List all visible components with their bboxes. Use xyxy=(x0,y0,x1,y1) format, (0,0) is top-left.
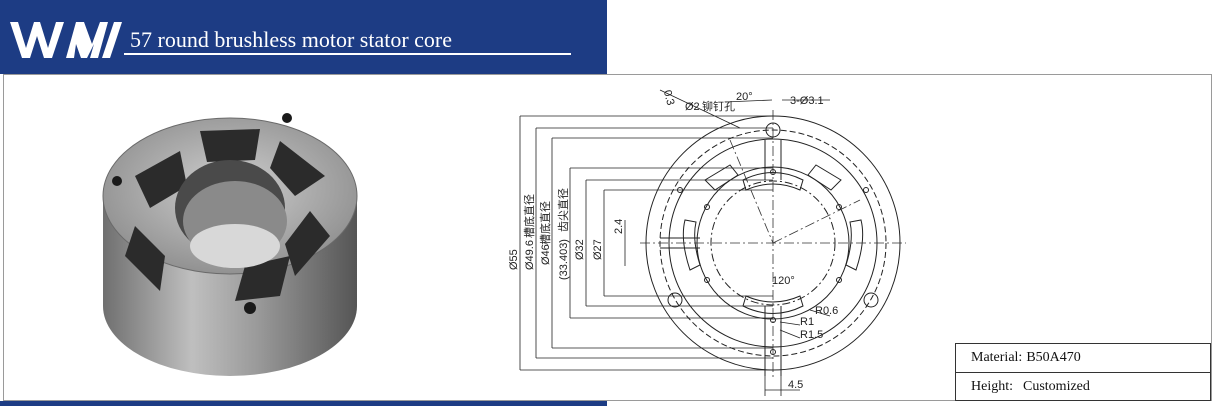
holes-label: 3-Ø3.1 xyxy=(790,95,824,107)
dia-33-label: (33.403) xyxy=(558,239,570,280)
material-row: Material:B50A470 xyxy=(956,344,1210,372)
height-row: Height: Customized xyxy=(956,372,1210,401)
angle-120-label: 120° xyxy=(772,275,795,287)
r06-label: R0.6 xyxy=(815,305,838,317)
page-title: 57 round brushless motor stator core xyxy=(130,27,452,52)
r15-label: R1.5 xyxy=(800,329,823,341)
dia-33-note: 齿尖直径 xyxy=(556,188,570,232)
dia-49-label: Ø49.6 xyxy=(524,240,536,270)
header-banner: 57 round brushless motor stator core xyxy=(0,0,607,74)
spec-table: Material:B50A470 Height: Customized xyxy=(955,343,1211,401)
slot-width-label: 2.4 xyxy=(613,219,625,234)
title-underline xyxy=(124,53,571,55)
offset-label: 0.3 xyxy=(661,89,677,107)
tooth-width-label: 4.5 xyxy=(788,379,803,391)
height-value: Customized xyxy=(1023,379,1090,394)
brand-logo-icon xyxy=(10,22,122,58)
height-label: Height: xyxy=(971,379,1013,394)
dia-27-label: Ø27 xyxy=(592,239,604,260)
dia-49-note: 槽底直径 xyxy=(522,194,536,238)
dia-32-label: Ø32 xyxy=(574,239,586,260)
technical-drawing: 20° 3-Ø3.1 Ø2 铆钉孔 0.3 Ø55 Ø49.6 槽底直径 Ø46… xyxy=(508,89,906,396)
outer-dia-label: Ø55 xyxy=(508,249,520,270)
dia-46-note: 槽底直径 xyxy=(538,201,552,245)
angle-label: 20° xyxy=(736,91,753,103)
stator-core-photo xyxy=(102,113,358,376)
rivet-note-label: 铆钉孔 xyxy=(702,99,735,113)
r1-label: R1 xyxy=(800,316,814,328)
material-value: B50A470 xyxy=(1026,350,1081,365)
dia-46-label: Ø46 xyxy=(540,244,552,265)
bottom-strip xyxy=(0,401,607,406)
rivet-dia-label: Ø2 xyxy=(685,101,700,113)
material-label: Material: xyxy=(971,350,1023,365)
